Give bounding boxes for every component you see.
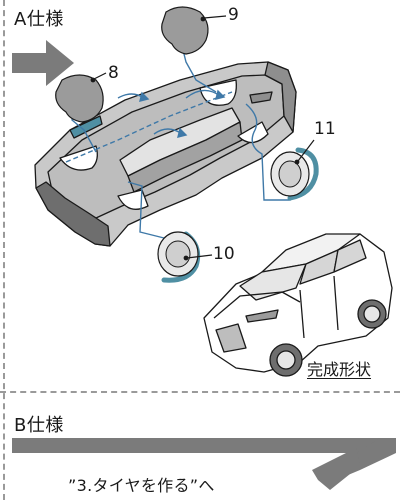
- part-9-label: 9: [228, 5, 239, 25]
- part-8-label: 8: [108, 63, 119, 83]
- part-10-label: 10: [213, 244, 235, 264]
- part-8-disc: [55, 72, 107, 123]
- car-headlight: [245, 309, 279, 323]
- rotation-arrow-right-head: [215, 89, 226, 100]
- car-grille: [215, 323, 247, 353]
- chassis-underbody: [34, 61, 297, 247]
- part-10-wheel: [157, 231, 213, 283]
- car-windshield: [239, 263, 307, 301]
- part-11-label: 11: [314, 119, 336, 139]
- guide-line-part10: [127, 181, 165, 239]
- wheel-arch-front-right: [237, 121, 269, 144]
- completed-car: [203, 233, 393, 377]
- direction-arrow-icon: [12, 40, 74, 86]
- car-side-window-rear: [333, 239, 367, 273]
- guide-line-part11: [245, 103, 291, 201]
- car-door-line: [299, 275, 339, 339]
- rotation-arrow-center-head: [177, 127, 188, 138]
- spec-a-title: A仕様: [14, 9, 64, 30]
- side-tab-upper: [69, 115, 103, 139]
- car-hood-line: [213, 291, 301, 319]
- rear-bumper: [35, 181, 111, 247]
- side-tab-right: [249, 91, 273, 104]
- rotation-arrow-left-head: [139, 91, 150, 102]
- part-11-wheel: [270, 139, 319, 201]
- front-bumper: [264, 61, 297, 133]
- part-9-disc: [161, 6, 227, 55]
- completed-shape-label: 完成形状: [307, 360, 372, 379]
- goto-step-text: ”3.タイヤを作る”へ: [68, 476, 215, 495]
- goto-arrow-icon: [12, 438, 396, 490]
- section-divider-cut-line: [0, 391, 400, 393]
- guide-lines: [65, 37, 291, 239]
- spec-b-title: B仕様: [14, 415, 64, 436]
- guide-line-dashed: [65, 91, 233, 163]
- left-cut-line: [3, 0, 5, 500]
